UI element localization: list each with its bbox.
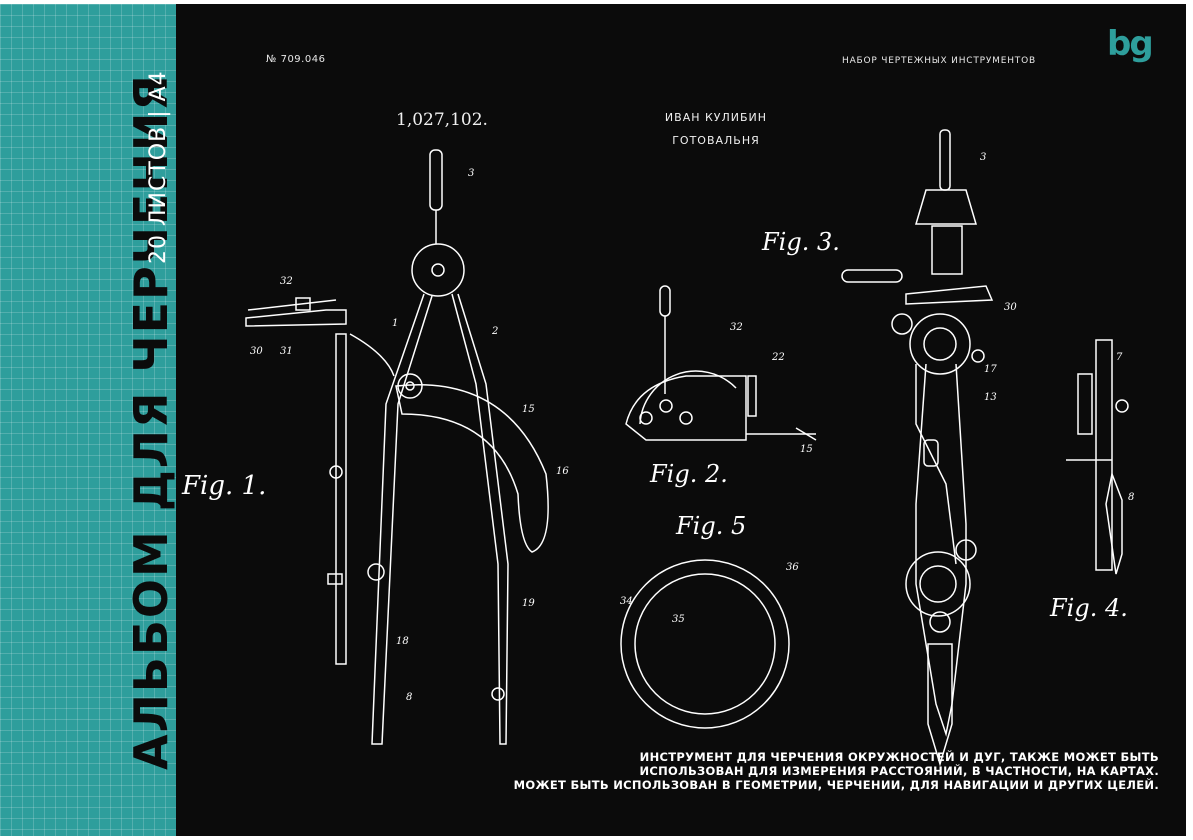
description-line: ИНСТРУМЕНТ ДЛЯ ЧЕРЧЕНИЯ ОКРУЖНОСТЕЙ И ДУ… (639, 750, 1159, 764)
fig3-label: Fig. 3. (761, 228, 840, 256)
callout-fig5: 36 (786, 562, 799, 573)
fig5-label: Fig. 5 (675, 512, 746, 540)
callout-fig4: 7 (1116, 352, 1123, 363)
album-subtitle: 20 ЛИСТОВ | А4 (146, 70, 171, 264)
item-name: ГОТОВАЛЬНЯ (672, 134, 760, 147)
callout-fig1: 32 (280, 276, 293, 287)
description-line: ИСПОЛЬЗОВАН ДЛЯ ИЗМЕРЕНИЯ РАССТОЯНИЙ, В … (639, 764, 1159, 778)
fig2-label: Fig. 2. (649, 460, 728, 488)
fig4-pen-drawing (1066, 339, 1129, 575)
teal-grid-spine (0, 4, 176, 836)
fig2-protractor-drawing (625, 285, 817, 441)
callout-fig3: 13 (984, 392, 997, 403)
callout-fig1: 2 (491, 326, 498, 337)
fig3-mechanism-drawing (841, 129, 994, 767)
patent-number: 1,027,102. (396, 110, 488, 130)
callout-fig1: 15 (522, 404, 535, 415)
callout-fig1: 18 (396, 636, 409, 647)
callout-fig1: 16 (556, 466, 569, 477)
catalog-number: № 709.046 (266, 54, 326, 65)
callout-fig1: 31 (280, 346, 293, 357)
callout-fig1: 1 (392, 318, 398, 329)
callout-fig5: 34 (620, 596, 633, 607)
kit-label: НАБОР ЧЕРТЕЖНЫХ ИНСТРУМЕНТОВ (842, 56, 1036, 66)
callout-fig3: 17 (984, 364, 997, 375)
description-block: ИНСТРУМЕНТ ДЛЯ ЧЕРЧЕНИЯ ОКРУЖНОСТЕЙ И ДУ… (514, 750, 1159, 792)
callout-fig5: 35 (672, 614, 685, 625)
description-line: МОЖЕТ БЫТЬ ИСПОЛЬЗОВАН В ГЕОМЕТРИИ, ЧЕРЧ… (513, 778, 1159, 792)
callout-fig1: 3 (468, 168, 474, 179)
brand-logo: bg (1107, 24, 1154, 64)
callout-fig4: 8 (1128, 492, 1134, 503)
callout-fig1: 8 (406, 692, 412, 703)
callout-fig1: 30 (250, 346, 263, 357)
callout-fig3: 30 (1004, 302, 1017, 313)
callout-fig2: 32 (730, 322, 743, 333)
callout-fig1: 19 (522, 598, 535, 609)
fig4-label: Fig. 4. (1049, 594, 1128, 622)
fig5-rings-drawing (620, 559, 790, 729)
callout-fig2: 22 (771, 352, 785, 363)
author-name: ИВАН КУЛИБИН (664, 111, 768, 124)
callout-fig2: 15 (800, 444, 813, 455)
callout-fig3: 3 (980, 152, 986, 163)
fig1-compass-drawing (245, 149, 549, 745)
patent-drawing: Fig. 1. Fig. 2. Fig. 3. Fig. 4. Fig. 5 3… (181, 129, 1134, 767)
fig1-label: Fig. 1. (181, 471, 266, 501)
